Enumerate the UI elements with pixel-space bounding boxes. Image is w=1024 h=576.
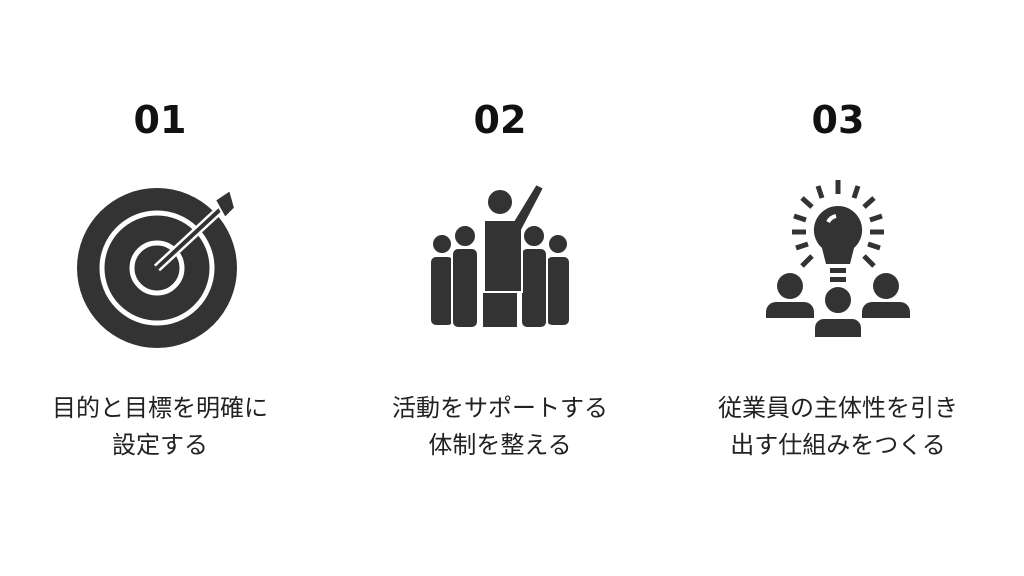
step-description: 目的と目標を明確に 設定する — [0, 390, 330, 464]
step-description: 活動をサポートする 体制を整える — [330, 390, 670, 464]
description-line: 設定する — [112, 431, 208, 459]
step-description: 従業員の主体性を引き 出す仕組みをつくる — [668, 390, 1008, 464]
description-line: 出す仕組みをつくる — [730, 431, 946, 459]
description-line: 体制を整える — [428, 431, 572, 459]
step-number: 01 — [133, 98, 187, 142]
step-number: 03 — [811, 98, 865, 142]
target-icon — [77, 188, 237, 348]
description-line: 目的と目標を明確に — [52, 394, 268, 422]
team-leader-icon — [429, 182, 571, 329]
description-line: 活動をサポートする — [392, 394, 608, 422]
idea-group-icon — [766, 180, 910, 339]
step-number: 02 — [473, 98, 527, 142]
description-line: 従業員の主体性を引き — [718, 394, 958, 422]
